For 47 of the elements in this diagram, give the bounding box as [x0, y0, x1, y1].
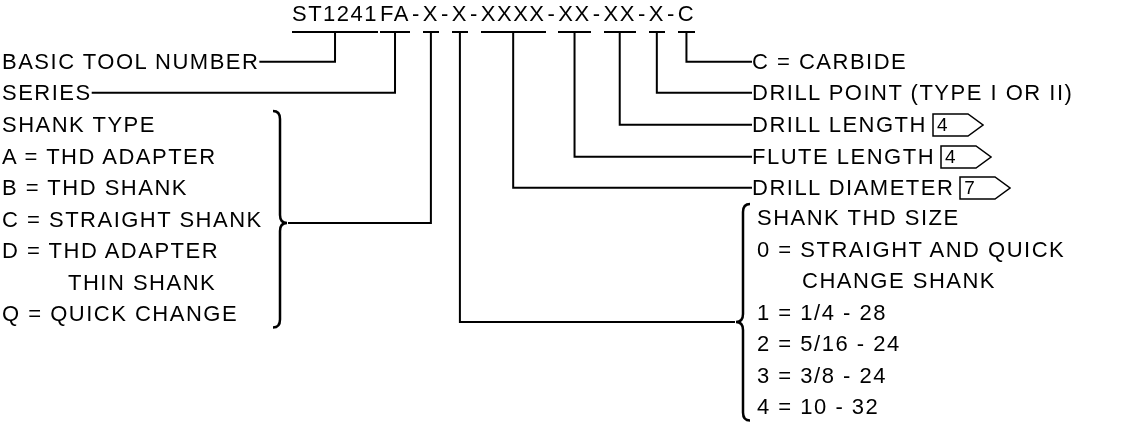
- code-separator: -: [546, 0, 558, 28]
- code-separator: -: [410, 0, 422, 28]
- list-heading: SHANK TYPE: [2, 111, 157, 139]
- code-segment: X: [451, 0, 468, 33]
- code-segment: ST1241: [292, 0, 379, 33]
- list-item: B = THD SHANK: [2, 174, 189, 202]
- description-text: C = CARBIDE: [752, 46, 908, 78]
- code-separator: -: [665, 0, 677, 28]
- list-item: 0 = STRAIGHT AND QUICK CHANGE SHANK: [757, 235, 1067, 295]
- list-item: A = THD ADAPTER: [2, 142, 218, 171]
- description-text: DRILL DIAMETER: [752, 172, 955, 204]
- code-segment: XX: [603, 0, 636, 33]
- description-text: DRILL POINT (TYPE I OR II): [752, 77, 1074, 109]
- code-separator: -: [440, 0, 451, 28]
- leader-line: [512, 32, 753, 189]
- code-segment: X: [422, 0, 439, 33]
- description-text: FLUTE LENGTH: [752, 141, 936, 173]
- leader-line: [258, 32, 337, 63]
- flag-note: 7: [959, 175, 1012, 200]
- description-text: DRILL LENGTH: [752, 109, 927, 141]
- leader-line: [90, 32, 396, 94]
- leader-line: [685, 32, 753, 63]
- code-separator: -: [469, 0, 480, 28]
- code-separator: -: [636, 0, 648, 28]
- list-item: Q = QUICK CHANGE: [2, 300, 240, 328]
- list-item: C = STRAIGHT SHANK: [2, 205, 264, 234]
- leader-line: [618, 32, 753, 126]
- code-segment: XX: [558, 0, 591, 33]
- code-segment: XXXX: [480, 0, 546, 33]
- list-heading: SHANK THD SIZE: [757, 204, 961, 232]
- flag-note: 4: [940, 144, 993, 169]
- leader-line: [458, 32, 736, 323]
- code-segment: X: [648, 0, 665, 33]
- description-text: SERIES: [2, 77, 92, 109]
- list-item: 3 = 3/8 - 24: [757, 361, 888, 390]
- list-item: 4 = 10 - 32: [757, 393, 881, 421]
- description-text: BASIC TOOL NUMBER: [2, 46, 260, 78]
- list-item: 2 = 5/16 - 24: [757, 330, 902, 358]
- leader-line: [287, 32, 432, 224]
- code-separator: -: [591, 0, 603, 28]
- code-segment: FA: [380, 0, 410, 33]
- flag-note: 4: [931, 112, 984, 137]
- leader-line: [655, 32, 753, 94]
- list-item: D = THD ADAPTER THIN SHANK: [2, 237, 221, 297]
- list-item: 1 = 1/4 - 28: [757, 298, 888, 327]
- code-segment: C: [677, 0, 696, 33]
- leader-line: [573, 32, 753, 158]
